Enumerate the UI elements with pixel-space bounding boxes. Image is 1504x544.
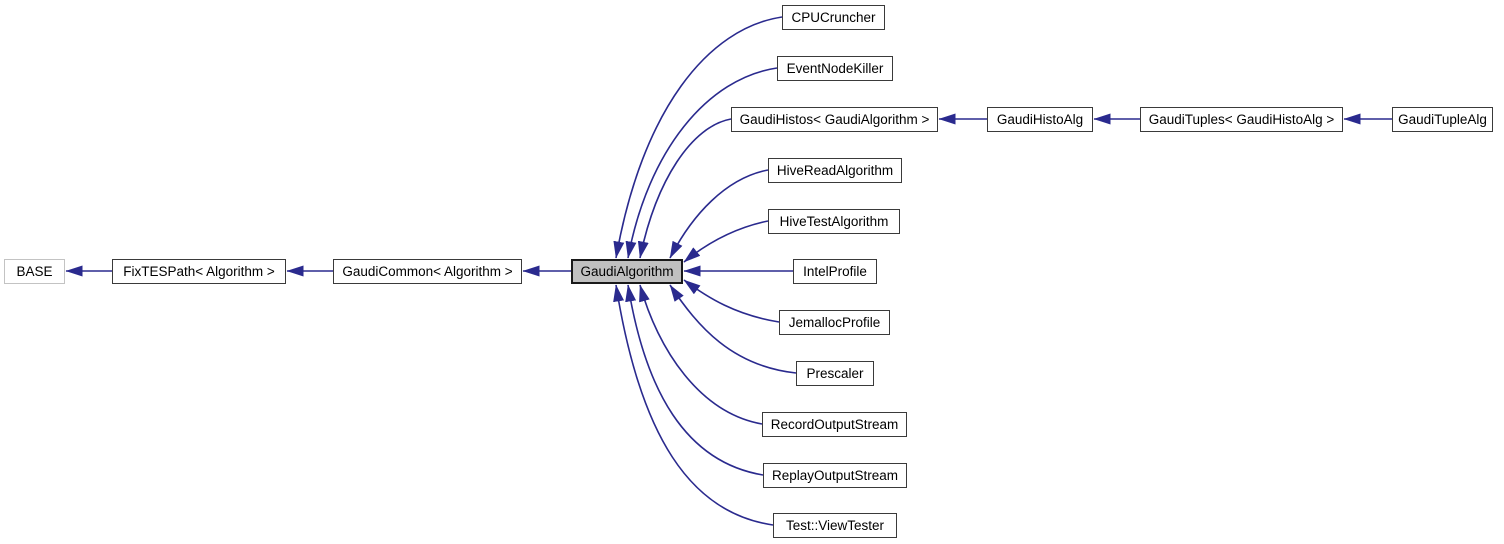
class-node-fixtespath[interactable]: FixTESPath< Algorithm > (112, 259, 286, 284)
class-node-gaudihistos[interactable]: GaudiHistos< GaudiAlgorithm > (731, 107, 938, 132)
class-node-prescaler[interactable]: Prescaler (796, 361, 874, 386)
edge-hivereadalgorithm-to-gaudialgorithm (669, 169, 769, 259)
edge-cpucruncher-to-gaudialgorithm (613, 16, 783, 259)
class-node-gaudituples[interactable]: GaudiTuples< GaudiHistoAlg > (1140, 107, 1343, 132)
class-node-gaudicommon[interactable]: GaudiCommon< Algorithm > (333, 259, 522, 284)
edge-gaudihistos-to-gaudialgorithm (637, 118, 732, 259)
class-node-gaudialgorithm: GaudiAlgorithm (571, 259, 683, 284)
class-node-gaudituplealg[interactable]: GaudiTupleAlg (1392, 107, 1493, 132)
edge-recordoutputstream-to-gaudialgorithm (639, 284, 763, 425)
class-node-test-viewtester[interactable]: Test::ViewTester (773, 513, 897, 538)
edge-hivetestalgorithm-to-gaudialgorithm (683, 220, 769, 263)
class-node-eventnodekiller[interactable]: EventNodeKiller (777, 56, 893, 81)
edge-replayoutputstream-to-gaudialgorithm (625, 284, 764, 476)
edge-prescaler-to-gaudialgorithm (669, 284, 797, 374)
class-node-hivetestalgorithm[interactable]: HiveTestAlgorithm (768, 209, 900, 234)
edge-eventnodekiller-to-gaudialgorithm (625, 67, 778, 259)
class-node-cpucruncher[interactable]: CPUCruncher (782, 5, 885, 30)
class-node-jemallocprofile[interactable]: JemallocProfile (779, 310, 890, 335)
class-node-recordoutputstream[interactable]: RecordOutputStream (762, 412, 907, 437)
class-node-replayoutputstream[interactable]: ReplayOutputStream (763, 463, 907, 488)
edge-jemallocprofile-to-gaudialgorithm (683, 279, 780, 323)
edge-viewtester-to-gaudialgorithm (613, 284, 774, 526)
class-node-hivereadalgorithm[interactable]: HiveReadAlgorithm (768, 158, 902, 183)
class-node-gaudihistoalg[interactable]: GaudiHistoAlg (987, 107, 1093, 132)
class-node-intelprofile[interactable]: IntelProfile (793, 259, 877, 284)
class-node-base: BASE (4, 259, 65, 284)
